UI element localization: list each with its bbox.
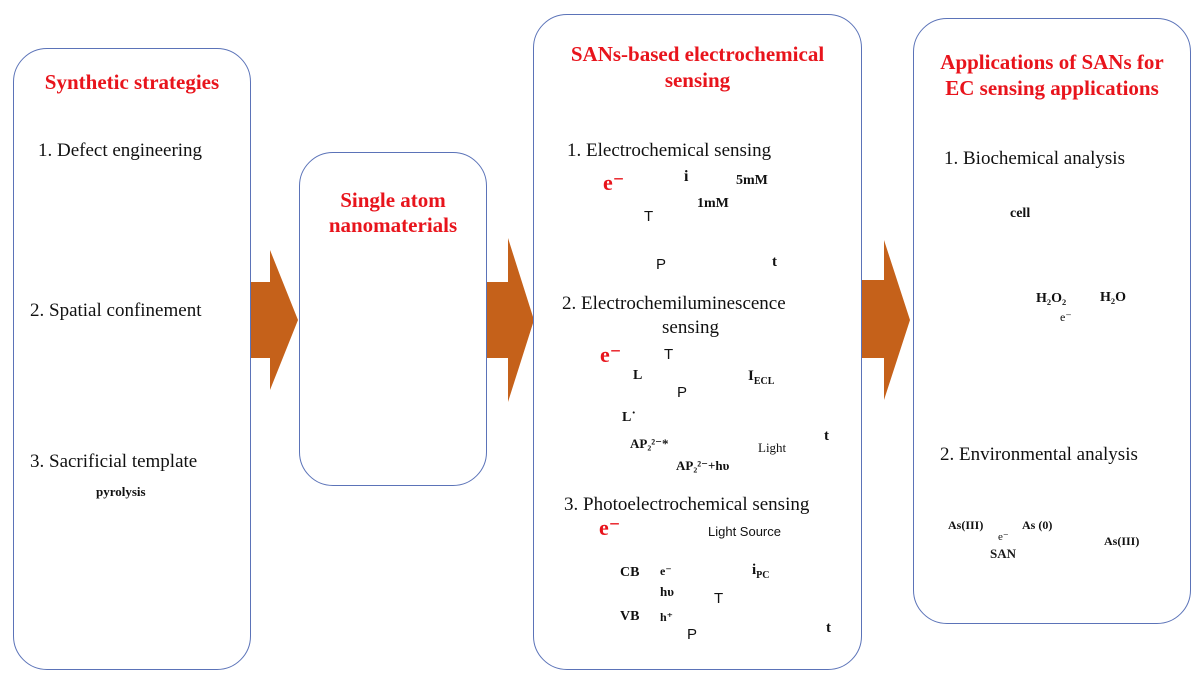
panel3-title-line2: sensing <box>664 68 731 92</box>
ecl-target-label: T <box>664 346 674 363</box>
ec-sensing-label: 1. Electrochemical sensing <box>567 140 772 161</box>
ecl-product-label: P <box>677 384 688 401</box>
environmental-analysis-label: 2. Environmental analysis <box>940 444 1138 465</box>
cell-label: cell <box>1010 206 1031 221</box>
flow-arrow-3 <box>862 240 910 400</box>
biochemical-analysis-label: 1. Biochemical analysis <box>944 148 1125 169</box>
ec-5mm-label: 5mM <box>736 173 768 188</box>
panel-synthetic-strategies <box>13 48 251 670</box>
ec-electron-label: e⁻ <box>603 170 625 195</box>
pec-e-label: e⁻ <box>660 564 672 578</box>
defect-engineering-label: 1. Defect engineering <box>38 140 203 161</box>
pec-axis-y-label: iPC <box>752 562 770 581</box>
pec-target-label: T <box>714 590 724 607</box>
ec-1mm-label: 1mM <box>697 196 729 211</box>
ecl-ap2-label: AP₂²⁻+hυ <box>676 458 730 473</box>
ecl-sensing-label-line1: 2. Electrochemiluminescence <box>562 293 786 314</box>
pec-cb-label: CB <box>620 565 640 580</box>
ec-axis-y-label: i <box>684 168 689 185</box>
panel4-title-line2: EC sensing applications <box>945 76 1159 100</box>
pec-h-label: h⁺ <box>660 610 674 624</box>
ecl-ap-label: AP₂²⁻* <box>630 436 669 451</box>
ec-axis-x-label: t <box>772 254 777 270</box>
ecl-light-label: Light <box>758 440 787 455</box>
pec-vb-label: VB <box>620 609 640 624</box>
ecl-electron-label: e⁻ <box>600 342 622 367</box>
panel2-title-line1: Single atom <box>340 188 446 212</box>
as0-label: As (0) <box>1022 518 1053 532</box>
ecl-axis-y-label: IECL <box>748 368 774 387</box>
san-label: SAN <box>990 546 1017 561</box>
h2o-label: H₂O <box>1100 290 1126 305</box>
panel-applications <box>913 18 1191 624</box>
pec-light-source-label: Light Source <box>708 524 781 539</box>
ec-target-label: T <box>644 208 654 225</box>
panel2-title-line2: nanomaterials <box>328 213 458 237</box>
ecl-L-label: L <box>633 368 643 383</box>
sacrificial-template-label: 3. Sacrificial template <box>30 451 198 472</box>
flow-arrow-2 <box>487 238 534 402</box>
ecl-axis-x-label: t <box>824 428 829 444</box>
spatial-confinement-label: 2. Spatial confinement <box>30 300 202 321</box>
h2o2-label: H₂O₂ <box>1036 291 1067 306</box>
panel-single-atom-nanomaterials <box>299 152 487 486</box>
flow-arrow-1 <box>250 250 298 390</box>
electron-label: e⁻ <box>1060 310 1072 324</box>
pec-electron-label: e⁻ <box>599 515 621 540</box>
panel-electrochemical-sensing <box>533 14 862 670</box>
ecl-sensing-label-line2: sensing <box>662 317 719 338</box>
panel3-title-line1: SANs-based electrochemical <box>570 42 825 66</box>
panel4-title-line1: Applications of SANs for <box>940 50 1164 74</box>
pec-axis-y-main: i <box>752 562 757 578</box>
disk-electron-label: e⁻ <box>998 531 1009 543</box>
as3-label: As(III) <box>948 518 984 532</box>
pec-hv-label: hυ <box>660 584 674 599</box>
ecl-axis-y-sub: ECL <box>753 376 775 387</box>
pec-sensing-label: 3. Photoelectrochemical sensing <box>564 494 810 515</box>
panel1-title: Synthetic strategies <box>44 70 220 94</box>
ec-product-label: P <box>656 256 667 273</box>
pyrolysis-label: pyrolysis <box>96 484 146 499</box>
beaker-as3-label: As(III) <box>1104 534 1140 548</box>
pec-product-label: P <box>687 626 698 643</box>
pec-axis-x-label: t <box>826 620 831 636</box>
pec-axis-y-sub: PC <box>756 570 770 581</box>
ecl-axis-y-main: I <box>748 368 754 384</box>
ecl-Lrad-label: L˙ <box>622 410 636 425</box>
